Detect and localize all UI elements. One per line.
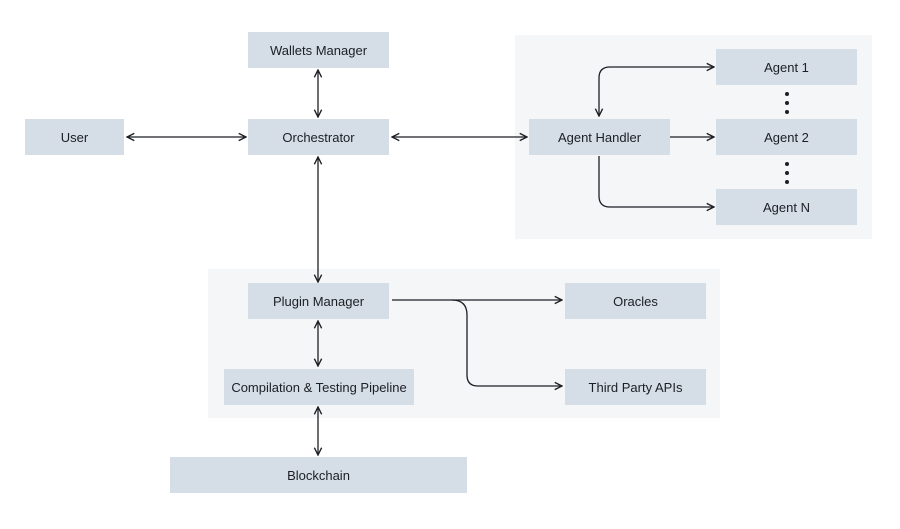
node-agent-handler: Agent Handler: [529, 119, 670, 155]
node-agent-1: Agent 1: [716, 49, 857, 85]
ellipsis-dot: [785, 101, 789, 105]
node-blockchain: Blockchain: [170, 457, 467, 493]
edge-agent-handler-agent-n: [598, 156, 714, 207]
node-agent-2: Agent 2: [716, 119, 857, 155]
edge-plugin-manager-third-party: [451, 299, 562, 386]
node-third-party-apis: Third Party APIs: [565, 369, 706, 405]
ellipsis-dot: [785, 180, 789, 184]
ellipsis-dot: [785, 171, 789, 175]
edge-agent-1-agent-handler: [599, 67, 714, 116]
node-orchestrator: Orchestrator: [248, 119, 389, 155]
node-plugin-manager: Plugin Manager: [248, 283, 389, 319]
node-user: User: [25, 119, 124, 155]
ellipsis-dot: [785, 110, 789, 114]
ellipsis-dot: [785, 162, 789, 166]
node-oracles: Oracles: [565, 283, 706, 319]
node-wallets-manager: Wallets Manager: [248, 32, 389, 68]
ellipsis-dot: [785, 92, 789, 96]
node-compilation-pipeline: Compilation & Testing Pipeline: [224, 369, 414, 405]
node-agent-n: Agent N: [716, 189, 857, 225]
